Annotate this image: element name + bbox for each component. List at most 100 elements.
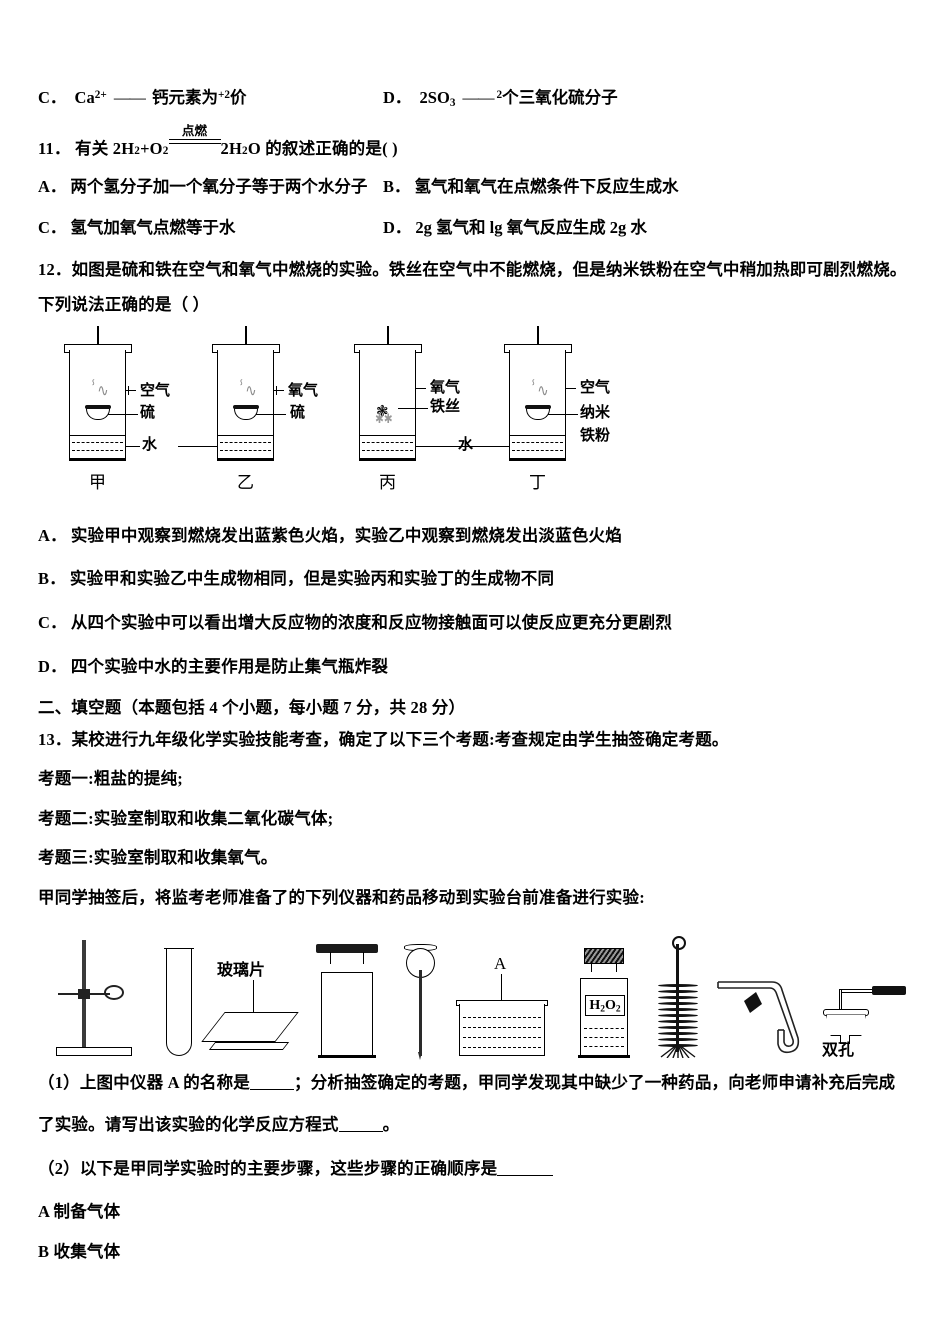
jar-ding-label-substance-1: 纳米 xyxy=(580,403,611,421)
jar-group-yi: ⸯ∿ 氧气 硫 乙 xyxy=(178,325,354,501)
q11-option-a: A．两个氢分子加一个氧分子等于两个水分子 xyxy=(38,175,383,200)
q11-option-b: B．氢气和氧气在点燃条件下反应生成水 xyxy=(383,175,918,200)
q11-condition-arrow xyxy=(168,139,221,145)
q12-option-c-label: C． xyxy=(38,612,67,632)
q11-option-c-label: C． xyxy=(38,217,67,237)
q13-topic-1: 考题一:粗盐的提纯; xyxy=(38,769,183,789)
apparatus-test-tube-brush xyxy=(656,931,704,1059)
q11-option-d-label: D． xyxy=(383,217,412,237)
q12-option-a-label: A． xyxy=(38,525,67,545)
q13-sub2: （2）以下是甲同学实验时的主要步骤，这些步骤的正确顺序是 xyxy=(38,1156,918,1182)
q13-sub1-blank-1[interactable] xyxy=(250,1073,295,1091)
q13-sub1-text-a: （1）上图中仪器 A 的名称是 xyxy=(38,1073,251,1093)
apparatus-wide-mouth-bottle xyxy=(316,936,382,1059)
jar-group-jia: ⸯ∿ 空气 硫 水 甲 xyxy=(56,325,206,501)
q11-options-row-2: C．氢气加氧气点燃等于水 D．2g 氢气和 lg 氧气反应生成 2g 水 xyxy=(38,216,918,241)
q10-option-d-formula-sub: 3 xyxy=(449,96,456,109)
water-layer xyxy=(218,434,273,459)
page-content: C． Ca2+ —— 钙元素为+2价 D． 2SO3 ——2个三氧化硫分子 11… xyxy=(38,86,918,1264)
q12-option-a: A．实验甲中观察到燃烧发出蓝紫色火焰，实验乙中观察到燃烧发出淡蓝色火焰 xyxy=(38,523,918,549)
jar-group-bing: ❃ ✱✱ 氧气 铁丝 水 丙 xyxy=(346,325,496,501)
apparatus-hydrogen-peroxide-bottle: H2O2 xyxy=(575,934,636,1059)
q12-option-c-text: 从四个实验中可以看出增大反应物的浓度和反应物接触面可以使反应更充分更剧烈 xyxy=(70,612,673,632)
q11-stem-before: 有关 xyxy=(75,138,109,158)
water-layer xyxy=(70,434,125,459)
water-trough-label-a: A xyxy=(494,954,507,974)
q11-stem-after: 的叙述正确的是( ) xyxy=(265,138,398,158)
jar-bing-name: 丙 xyxy=(379,472,396,492)
q10-option-c-dashes: —— xyxy=(113,88,146,107)
q10-options-row: C． Ca2+ —— 钙元素为+2价 D． 2SO3 ——2个三氧化硫分子 xyxy=(38,86,918,112)
q10-option-c-text: 钙元素为 xyxy=(151,88,218,107)
apparatus-iron-stand xyxy=(56,936,136,1057)
jar-jia-name: 甲 xyxy=(89,472,106,492)
q13-sub2-text: （2）以下是甲同学实验时的主要步骤，这些步骤的正确顺序是 xyxy=(38,1158,498,1178)
q11-option-b-label: B． xyxy=(383,177,411,197)
jar-bing-label-water: 水 xyxy=(458,435,474,453)
q12-option-b-text: 实验甲和实验乙中生成物相同，但是实验丙和实验丁的生成物不同 xyxy=(69,569,555,589)
q13-sub1-text-d: 。 xyxy=(382,1115,400,1134)
q13-sub1-text-c: 了实验。请写出该实验的化学反应方程式 xyxy=(38,1115,339,1134)
q10-option-d: D． 2SO3 ——2个三氧化硫分子 xyxy=(383,86,918,112)
q13-step-a: A 制备气体 xyxy=(38,1202,121,1222)
jar-bing-label-gas: 氧气 xyxy=(430,378,461,396)
jar-jia-label-gas: 空气 xyxy=(140,381,171,399)
q11-option-d: D．2g 氢气和 lg 氧气反应生成 2g 水 xyxy=(383,216,918,241)
q11-condition-label: 点燃 xyxy=(181,124,208,139)
q12-stem-line2: 下列说法正确的是（ ） xyxy=(38,295,210,315)
q13-number: 13． xyxy=(38,729,72,749)
jar-ding-name: 丁 xyxy=(529,472,546,492)
q12-number: 12． xyxy=(38,259,72,279)
q11-eq-left: 2H xyxy=(112,138,135,158)
double-hole-stopper-label: 双孔 xyxy=(822,1042,855,1060)
q12-option-c: C．从四个实验中可以看出增大反应物的浓度和反应物接触面可以使反应更充分更剧烈 xyxy=(38,610,918,636)
gas-jar xyxy=(359,349,416,460)
q13-sub1-text-b: ；分析抽签确定的考题，甲同学发现其中缺少了一种药品，向老师申请补充后完成 xyxy=(294,1073,896,1093)
q12-option-b-label: B． xyxy=(38,569,66,589)
jar-ding-label-substance-2: 铁粉 xyxy=(580,426,611,444)
jar-yi-name: 乙 xyxy=(237,472,254,492)
q13-sub1-blank-2[interactable] xyxy=(338,1115,383,1132)
q11-eq-right-tail: O xyxy=(247,138,261,158)
q13-step-b: B 收集气体 xyxy=(38,1241,121,1261)
jar-jia-label-water: 水 xyxy=(142,435,158,453)
q11-option-a-text: 两个氢分子加一个氧分子等于两个水分子 xyxy=(70,177,368,197)
q10-option-c-formula-sup: 2+ xyxy=(94,88,107,101)
q11-option-c-text: 氢气加氧气点燃等于水 xyxy=(70,217,236,237)
flame-icon: ⸯ∿ xyxy=(529,380,549,400)
flame-icon: ⸯ∿ xyxy=(237,380,257,400)
q11-option-a-label: A． xyxy=(38,177,67,197)
brush-tip-icon xyxy=(660,1044,696,1059)
q10-option-c-charge: +2 xyxy=(217,88,230,101)
glass-plate-label: 玻璃片 xyxy=(217,962,266,980)
q10-option-d-text-after: 个三氧化硫分子 xyxy=(502,88,618,107)
q11-option-b-text: 氢气和氧气在点燃条件下反应生成水 xyxy=(414,177,679,197)
q10-option-d-label: D． xyxy=(383,88,412,107)
q13-topic-2: 考题二:实验室制取和收集二氧化碳气体; xyxy=(38,808,334,828)
q11-option-c: C．氢气加氧气点燃等于水 xyxy=(38,216,383,241)
apparatus-glass-plate: 玻璃片 xyxy=(201,936,303,1056)
h2o2-bottle-label: H2O2 xyxy=(585,995,625,1017)
apparatus-long-neck-funnel xyxy=(400,931,444,1061)
flame-icon: ⸯ∿ xyxy=(89,380,109,400)
q12-option-a-text: 实验甲中观察到燃烧发出蓝紫色火焰，实验乙中观察到燃烧发出淡蓝色火焰 xyxy=(70,525,622,545)
iron-wire-burning-icon: ❃ xyxy=(376,403,389,420)
q11-option-d-text: 2g 氢气和 lg 氧气反应生成 2g 水 xyxy=(415,217,647,237)
q13-sub2-blank[interactable] xyxy=(497,1158,554,1176)
apparatus-test-tube xyxy=(164,944,196,1057)
apparatus-double-hole-stopper: 双孔 xyxy=(820,946,920,1059)
jar-jia-label-substance: 硫 xyxy=(140,403,156,421)
jar-bing-label-substance: 铁丝 xyxy=(430,397,461,415)
q10-option-d-dashes: —— xyxy=(462,88,495,107)
q11-eq-plus: +O xyxy=(140,138,163,158)
q13-topic-3: 考题三:实验室制取和收集氧气。 xyxy=(38,848,278,868)
q13-figure-apparatus: 玻璃片 A H2O2 xyxy=(48,916,908,1061)
q11-eq-plus-sub: 2 xyxy=(162,144,169,157)
q10-option-d-count: 2 xyxy=(496,88,503,101)
q11-eq-right: 2H xyxy=(220,138,242,158)
q12-option-d-text: 四个实验中水的主要作用是防止集气瓶炸裂 xyxy=(70,656,389,676)
q11-reaction-condition: 点燃 xyxy=(168,124,221,154)
q13-sub1-cont: 了实验。请写出该实验的化学反应方程式 。 xyxy=(38,1112,918,1138)
